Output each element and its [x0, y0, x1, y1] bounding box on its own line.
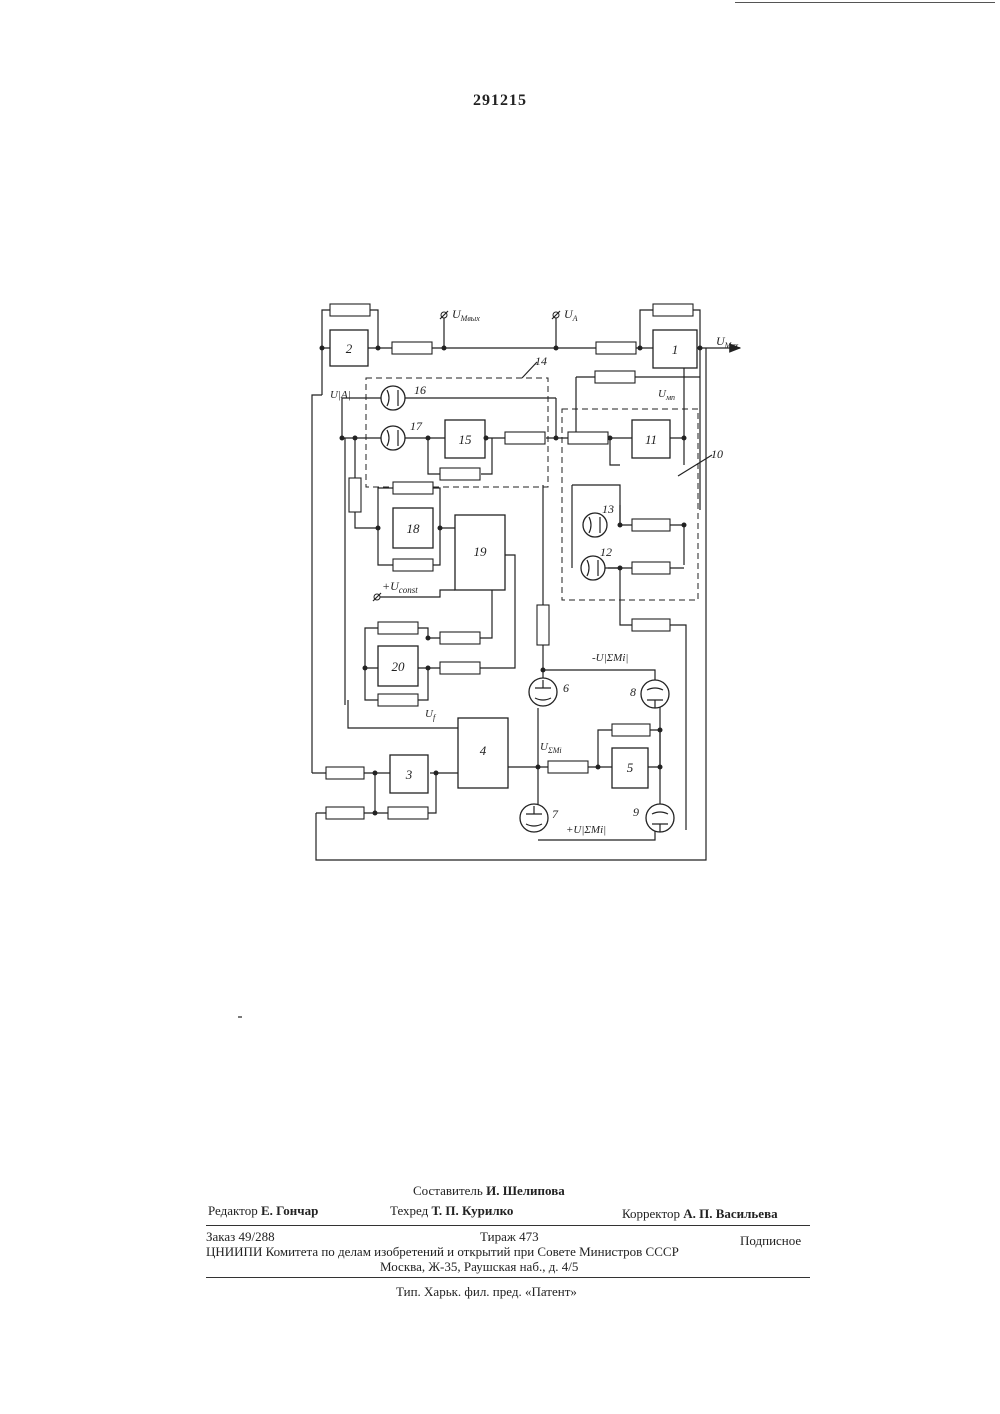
footer-address: Москва, Ж-35, Раушская наб., д. 4/5 — [380, 1259, 578, 1275]
element-6-label: 6 — [563, 681, 569, 695]
block-20-label: 20 — [392, 659, 406, 674]
resistor — [378, 694, 418, 706]
element-9-label: 9 — [633, 805, 639, 819]
junctions — [320, 346, 703, 816]
footer-rule — [206, 1225, 810, 1226]
group-10-label: 10 — [711, 447, 723, 461]
resistor — [326, 807, 364, 819]
resistor — [568, 432, 608, 444]
element-12-label: 12 — [600, 545, 612, 559]
block-19-label: 19 — [474, 544, 488, 559]
block-18-label: 18 — [407, 521, 421, 536]
footer-compiler: Составитель И. Шелипова — [413, 1183, 565, 1199]
element-8-label: 8 — [630, 685, 636, 699]
element-7: 7 — [520, 804, 559, 832]
block-11-label: 11 — [645, 432, 657, 447]
footer-circulation: Тираж 473 — [480, 1229, 539, 1245]
resistor — [595, 371, 635, 383]
resistor — [330, 304, 370, 316]
element-17: 17 — [381, 419, 423, 450]
block-3-label: 3 — [405, 767, 413, 782]
element-17-label: 17 — [410, 419, 423, 433]
resistor — [378, 622, 418, 634]
resistors — [326, 304, 693, 819]
resistor — [349, 478, 361, 512]
block-1-label: 1 — [672, 342, 679, 357]
signal-u-mn: Uмп — [658, 388, 675, 402]
signal-plus-u-sum: +U|ΣMi| — [566, 824, 606, 836]
signal-u-f: Uf — [425, 708, 437, 722]
footer-corrector: Корректор А. П. Васильева — [622, 1206, 778, 1222]
resistor — [393, 482, 433, 494]
resistor — [440, 662, 480, 674]
footer-rule-2 — [206, 1277, 810, 1278]
element-9: 9 — [633, 804, 674, 832]
resistor — [612, 724, 650, 736]
block-2-label: 2 — [346, 341, 353, 356]
resistor — [596, 342, 636, 354]
element-8: 8 — [630, 680, 669, 708]
resistor — [548, 761, 588, 773]
block-4-label: 4 — [480, 743, 487, 758]
group-14-label: 14 — [535, 354, 547, 368]
signal-u-in: UMвх. — [716, 334, 740, 350]
resistor — [632, 519, 670, 531]
resistor — [632, 562, 670, 574]
wiring — [312, 310, 740, 860]
footer-printer: Тип. Харьк. фил. пред. «Патент» — [396, 1284, 577, 1300]
element-16-label: 16 — [414, 383, 426, 397]
signal-u-a-abs: U|A| — [330, 389, 351, 401]
resistor — [653, 304, 693, 316]
footer-order: Заказ 49/288 — [206, 1229, 275, 1245]
signal-u-const: +Uconst — [382, 579, 418, 595]
element-16: 16 — [381, 383, 426, 410]
signal-u-out: UMвых — [452, 307, 480, 323]
block-5-label: 5 — [627, 760, 634, 775]
resistor — [632, 619, 670, 631]
element-6: 6 — [529, 678, 569, 706]
element-13-label: 13 — [602, 502, 614, 516]
footer-editor: Редактор Е. Гончар — [208, 1203, 318, 1219]
signal-minus-u-sum: -U|ΣMi| — [592, 652, 628, 664]
resistor — [537, 605, 549, 645]
block-15-label: 15 — [459, 432, 473, 447]
resistor — [326, 767, 364, 779]
footer-techred: Техред Т. П. Курилко — [390, 1203, 513, 1219]
resistor — [393, 559, 433, 571]
resistor — [392, 342, 432, 354]
resistor — [388, 807, 428, 819]
element-12: 12 — [581, 545, 612, 580]
footer-organization: ЦНИИПИ Комитета по делам изобретений и о… — [206, 1244, 810, 1260]
signal-u-a: UA — [564, 307, 578, 323]
element-13: 13 — [583, 502, 614, 537]
resistor — [440, 468, 480, 480]
element-7-label: 7 — [552, 807, 559, 821]
resistor — [440, 632, 480, 644]
resistor — [505, 432, 545, 444]
signal-u-sum: UΣMi — [540, 741, 562, 755]
